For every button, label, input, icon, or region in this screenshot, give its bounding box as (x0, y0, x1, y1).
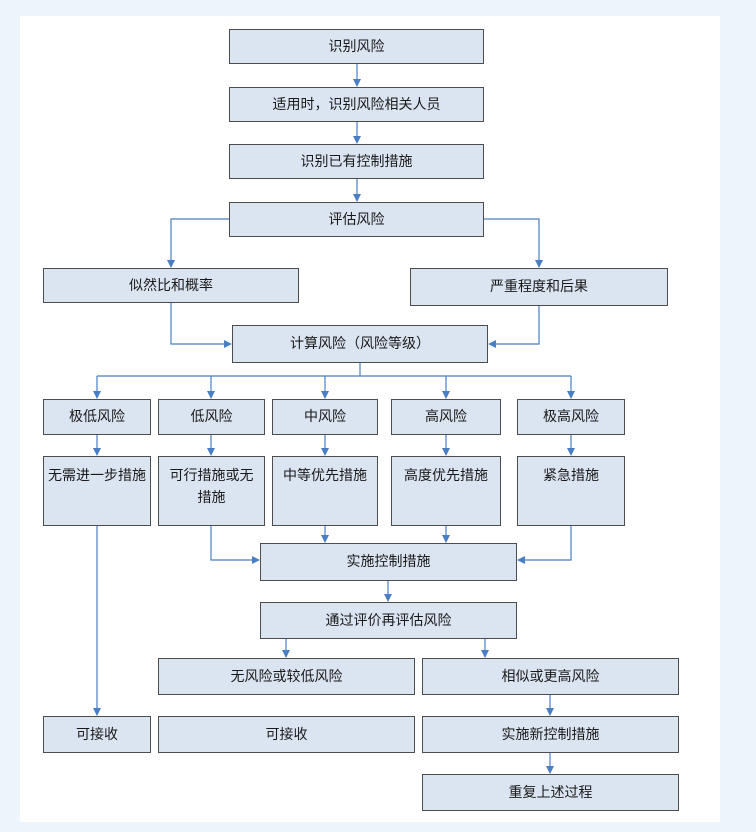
node-high-priority: 高度优先措施 (391, 456, 501, 526)
node-acceptable-left: 可接收 (43, 716, 151, 753)
node-identify-people: 适用时，识别风险相关人员 (229, 87, 484, 122)
node-very-high-risk: 极高风险 (517, 399, 625, 435)
node-no-further-action: 无需进一步措施 (43, 456, 151, 526)
node-severity: 严重程度和后果 (410, 268, 668, 306)
node-high-risk: 高风险 (391, 399, 501, 435)
node-calc-risk: 计算风险（风险等级） (232, 325, 488, 363)
node-urgent-action: 紧急措施 (517, 456, 625, 526)
node-lower-risk: 无风险或较低风险 (158, 658, 415, 695)
node-medium-risk: 中风险 (272, 399, 378, 435)
node-implement-controls: 实施控制措施 (260, 543, 517, 581)
arrow-likelihood-to-calc (170, 303, 232, 348)
node-identify-risk: 识别风险 (229, 29, 484, 64)
arrow-assess-to-severity (484, 218, 543, 268)
node-low-risk: 低风险 (158, 399, 265, 435)
arrow-feasible-to-implement (210, 526, 260, 564)
arrow-urgent-to-implement (517, 526, 572, 564)
arrow-severity-to-calc (488, 306, 540, 348)
connector-calc-bus (97, 363, 571, 377)
node-assess-risk: 评估风险 (229, 202, 484, 237)
node-repeat-process: 重复上述过程 (422, 774, 679, 811)
node-likelihood: 似然比和概率 (43, 268, 299, 303)
flowchart-canvas: 识别风险 适用时，识别风险相关人员 识别已有控制措施 评估风险 似然比和概率 严… (20, 16, 720, 822)
node-medium-priority: 中等优先措施 (272, 456, 378, 526)
node-new-controls: 实施新控制措施 (422, 716, 679, 753)
node-similar-higher-risk: 相似或更高风险 (422, 658, 679, 695)
node-acceptable-middle: 可接收 (158, 716, 415, 753)
node-very-low-risk: 极低风险 (43, 399, 151, 435)
connector-layer (93, 64, 575, 774)
arrow-assess-to-likelihood (167, 218, 229, 268)
node-identify-controls: 识别已有控制措施 (229, 144, 484, 179)
node-feasible-action: 可行措施或无措施 (158, 456, 265, 526)
node-reassess-risk: 通过评价再评估风险 (260, 602, 517, 639)
